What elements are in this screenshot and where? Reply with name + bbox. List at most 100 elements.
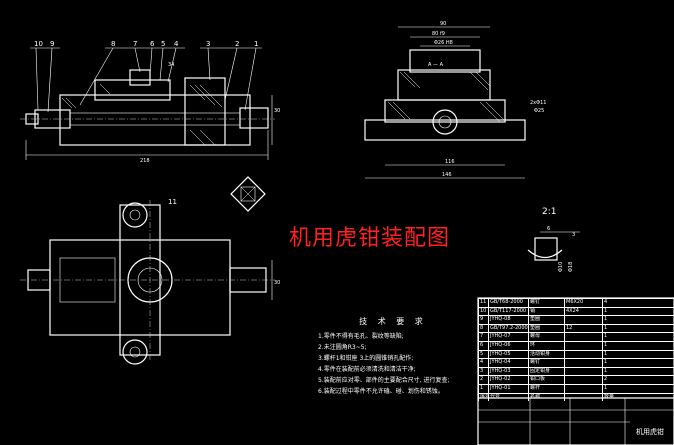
bom-cell-code: JYHQ-06	[488, 341, 528, 350]
balloon-6: 6	[150, 40, 155, 48]
balloon-11: 11	[168, 198, 177, 206]
dim-218: 218	[140, 158, 150, 164]
side-section-view: 90 80 f9 Φ26 H8 A — A 116 146 2xΦ11 Φ25	[364, 21, 546, 179]
bom-cell-qty: 1	[602, 307, 616, 316]
bom-cell-qty: 1	[602, 333, 616, 341]
bom-cell-code: JYHQ-01	[488, 384, 528, 393]
dim-90: 90	[440, 21, 446, 27]
title-block-name: 机用虎钳	[636, 427, 664, 436]
bom-cell-code: JYHQ-03	[488, 367, 528, 376]
bom-cell-qty: 1	[602, 367, 616, 376]
bom-cell-spec: 12	[564, 324, 602, 333]
bom-cell-no: 11	[478, 299, 487, 307]
bom-cell-spec	[564, 384, 602, 393]
tech-heading: 技 术 要 求	[359, 317, 427, 326]
dim-phi18: Φ18	[568, 262, 574, 272]
bom-header-spec	[564, 393, 602, 402]
technical-requirements: 技 术 要 求 1.零件不得有毛孔、裂纹等缺陷; 2.未注圆角R3~5; 3.螺…	[318, 316, 468, 397]
bom-cell-qty: 4	[602, 299, 616, 307]
bom-cell-code: GB/T117-2000	[488, 307, 527, 316]
bom-cell-no: 2	[478, 376, 488, 384]
tech-item: 2.未注圆角R3~5;	[318, 344, 367, 351]
bom-header-name: 名称	[528, 393, 564, 402]
bom-cell-name: 固定钳身	[528, 367, 564, 376]
drawing-title: 机用虎钳装配图	[289, 226, 451, 251]
bom-cell-name: 销	[528, 307, 564, 316]
bom-cell-spec	[564, 341, 602, 350]
bom-cell-code: JYHQ-07	[488, 333, 528, 341]
bom-cell-no: 9	[478, 316, 488, 324]
dim-phi10: Φ10	[558, 262, 564, 272]
bom-cell-name: 螺钉	[528, 299, 564, 307]
top-view: 30	[20, 200, 280, 365]
balloon-5: 5	[161, 40, 165, 48]
bom-cell-name: 垫圈	[528, 324, 564, 333]
bom-header-no: 序号	[478, 393, 488, 402]
bom-cell-no: 3	[478, 367, 488, 376]
bom-cell-code: JYHQ-05	[488, 350, 528, 359]
bom-cell-no: 7	[478, 333, 488, 341]
dim-34: 34	[168, 62, 174, 68]
balloon-8: 8	[111, 40, 115, 48]
bom-cell-spec	[564, 316, 602, 324]
bom-cell-spec	[564, 359, 602, 367]
bom-cell-name: 垫圈	[528, 316, 564, 324]
bom-cell-no: 8	[478, 324, 488, 333]
tech-item: 1.零件不得有毛孔、裂纹等缺陷;	[318, 333, 404, 340]
bom-cell-no: 5	[478, 350, 488, 359]
bom-cell-qty: 1	[602, 316, 616, 324]
dim-3: 3	[572, 232, 575, 238]
balloon-2: 2	[235, 40, 239, 48]
bom-cell-code: JYHQ-02	[488, 376, 528, 384]
bom-cell-spec	[564, 376, 602, 384]
bom-cell-name: 螺钉	[528, 359, 564, 367]
balloon-9: 9	[50, 40, 54, 48]
balloon-10: 10	[34, 40, 43, 48]
bom-cell-code: JYHQ-08	[488, 316, 528, 324]
bom-cell-spec: 4X24	[564, 307, 602, 316]
bom-header: 序号代号名称数量	[478, 392, 674, 402]
bom-cell-no: 1	[478, 384, 488, 393]
tech-item: 3.螺杆1和钳座 3上的圆锥销孔配作;	[318, 355, 414, 362]
detail-view: 6 3 Φ10 Φ18 2:1	[527, 207, 580, 272]
bom-cell-qty: 1	[602, 384, 616, 393]
square-detail	[230, 176, 266, 212]
bom-cell-code: GB/T97.2-2000	[488, 324, 528, 333]
dim-80: 80 f9	[432, 31, 445, 37]
bom-cell-name: 螺杆	[528, 384, 564, 393]
dim-phi25: Φ25	[534, 108, 544, 114]
bom-cell-qty: 1	[602, 359, 616, 367]
tech-item: 6.装配过程中零件不允许磕、碰、划伤和锈蚀。	[318, 388, 444, 395]
bom-cell-qty: 1	[602, 341, 616, 350]
dim-phi26: Φ26 H8	[434, 40, 453, 46]
bom-cell-no: 6	[478, 341, 488, 350]
bom-cell-code: JYHQ-04	[488, 359, 528, 367]
bom-cell-name: 钳口板	[528, 376, 564, 384]
bom-cell-name: 环	[528, 341, 564, 350]
bom-header-qty: 数量	[602, 393, 615, 402]
tech-item: 5.装配前应对零、部件的主要配合尺寸, 进行复查;	[318, 377, 450, 384]
bom-cell-code: GB/T68-2000	[488, 299, 528, 307]
bom-cell-name: 螺母	[528, 333, 564, 341]
front-section-view: 218 30 34	[20, 62, 280, 164]
bom-cell-qty: 2	[602, 376, 616, 384]
balloon-1: 1	[254, 40, 258, 48]
balloon-labels: 10 9 8 7 6 5 4 3 2 1 11	[34, 40, 258, 206]
dim-116: 116	[445, 159, 455, 165]
dim-2x11: 2xΦ11	[530, 100, 546, 106]
balloon-7: 7	[133, 40, 137, 48]
bom-cell-qty: 1	[602, 350, 616, 359]
balloon-leaders	[30, 47, 262, 113]
